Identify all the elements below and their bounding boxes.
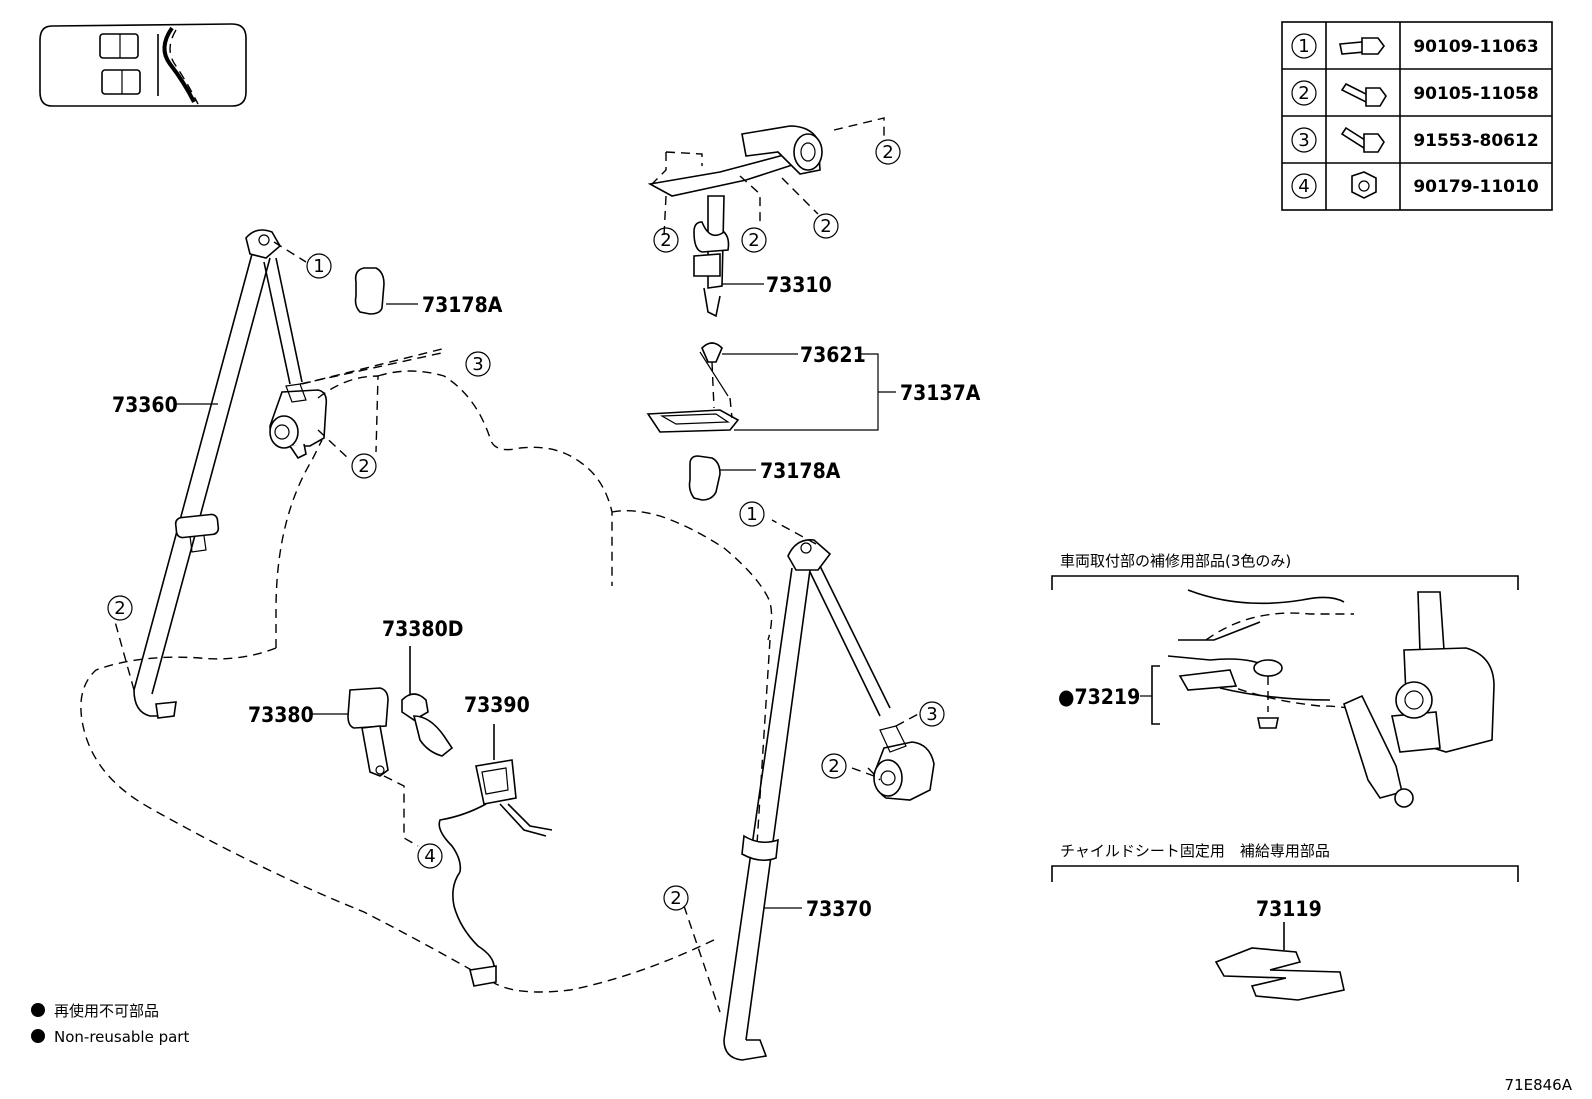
svg-text:4: 4 [424,846,435,867]
label-73380: 73380 [248,703,314,727]
svg-text:2: 2 [1298,83,1309,104]
diagram-id: 71E846A [1505,1076,1573,1094]
callout-2-top-right: 2 [875,139,901,165]
callout-2-left-anchor: 2 [107,595,133,621]
svg-text:91553-80612: 91553-80612 [1413,131,1538,151]
bolt-3-icon [1340,126,1385,153]
svg-text:90105-11058: 90105-11058 [1413,84,1538,104]
svg-text:4: 4 [1298,176,1309,197]
svg-text:3: 3 [1298,130,1309,151]
label-73178A-top: 73178A [422,293,503,317]
label-73119: 73119 [1256,897,1322,921]
rear-seat-outline [80,347,773,993]
legend-bullet-icon [31,1003,45,1017]
retractor-73310 [647,117,885,318]
svg-text:3: 3 [926,704,937,725]
label-73137A: 73137A [900,381,981,405]
svg-text:2: 2 [660,230,671,251]
bolt-reference-table [1281,21,1553,211]
callout-2-top-left: 2 [653,227,679,253]
svg-text:2: 2 [114,598,125,619]
svg-text:再使用不可部品: 再使用不可部品 [54,1002,159,1020]
callout-3-left: 3 [465,351,491,377]
label-73390: 73390 [464,693,530,717]
label-73370: 73370 [806,897,872,921]
svg-text:1: 1 [1298,36,1309,57]
repair-section-title: 車両取付部の補修用部品(3色のみ) [1060,552,1291,570]
leader-lines [176,241,896,1013]
buckle-73380D [401,646,454,757]
label-73621: 73621 [800,343,866,367]
legend-bullet-icon [31,1029,45,1043]
callout-3-right: 3 [919,701,945,727]
svg-text:2: 2 [670,888,681,909]
legend: 再使用不可部品 Non-reusable part [31,1002,189,1046]
child-seat-section [1051,865,1519,1001]
svg-text:90179-11010: 90179-11010 [1413,177,1539,197]
bolt-1-icon [1339,37,1385,55]
bracket-73137A [646,351,740,433]
label-73219: ●73219 [1058,685,1140,709]
callout-2-top-mid: 2 [813,213,839,239]
seat-belt-73360 [133,229,303,719]
svg-text:2: 2 [820,216,831,237]
svg-text:2: 2 [828,756,839,777]
child-seat-section-title: チャイルドシート固定用 補給専用部品 [1060,842,1330,860]
repair-parts-section [1051,575,1519,808]
nut-4-icon [1351,171,1377,199]
cover-73178A-top [354,267,385,315]
svg-text:2: 2 [358,456,369,477]
buckle-73390 [438,724,553,987]
callout-4-center: 4 [417,843,443,869]
callout-2-top-center: 2 [741,227,767,253]
label-73360: 73360 [112,393,178,417]
label-73380D: 73380D [382,617,463,641]
vehicle-locator-icon [39,23,247,107]
svg-text:90109-11063: 90109-11063 [1413,37,1538,57]
label-73310: 73310 [766,273,832,297]
clip-73621 [701,342,723,409]
svg-text:1: 1 [313,256,324,277]
svg-text:3: 3 [472,354,483,375]
buckle-73380 [347,687,419,847]
seat-belt-73370 [723,539,891,1061]
cover-73178A-mid [688,455,721,501]
bolt-table-text: 1 2 3 4 90109-11063 90105-11058 91553-80… [1291,33,1539,199]
svg-text:Non-reusable part: Non-reusable part [54,1028,189,1046]
retractor-right [867,711,935,801]
svg-text:2: 2 [748,230,759,251]
callout-2-right-retractor: 2 [821,753,847,779]
part-labels: 73360 73178A 73310 73621 73137A 73178A 7… [112,273,1322,921]
svg-text:2: 2 [882,142,893,163]
svg-text:1: 1 [746,504,757,525]
callout-1-right: 1 [739,501,765,527]
bolt-2-icon [1340,82,1387,107]
callout-2-left-retractor: 2 [351,453,377,479]
label-73178A-mid: 73178A [760,459,841,483]
callout-2-right-anchor: 2 [663,885,689,911]
callout-1-left: 1 [306,253,332,279]
retractor-left [269,383,328,460]
